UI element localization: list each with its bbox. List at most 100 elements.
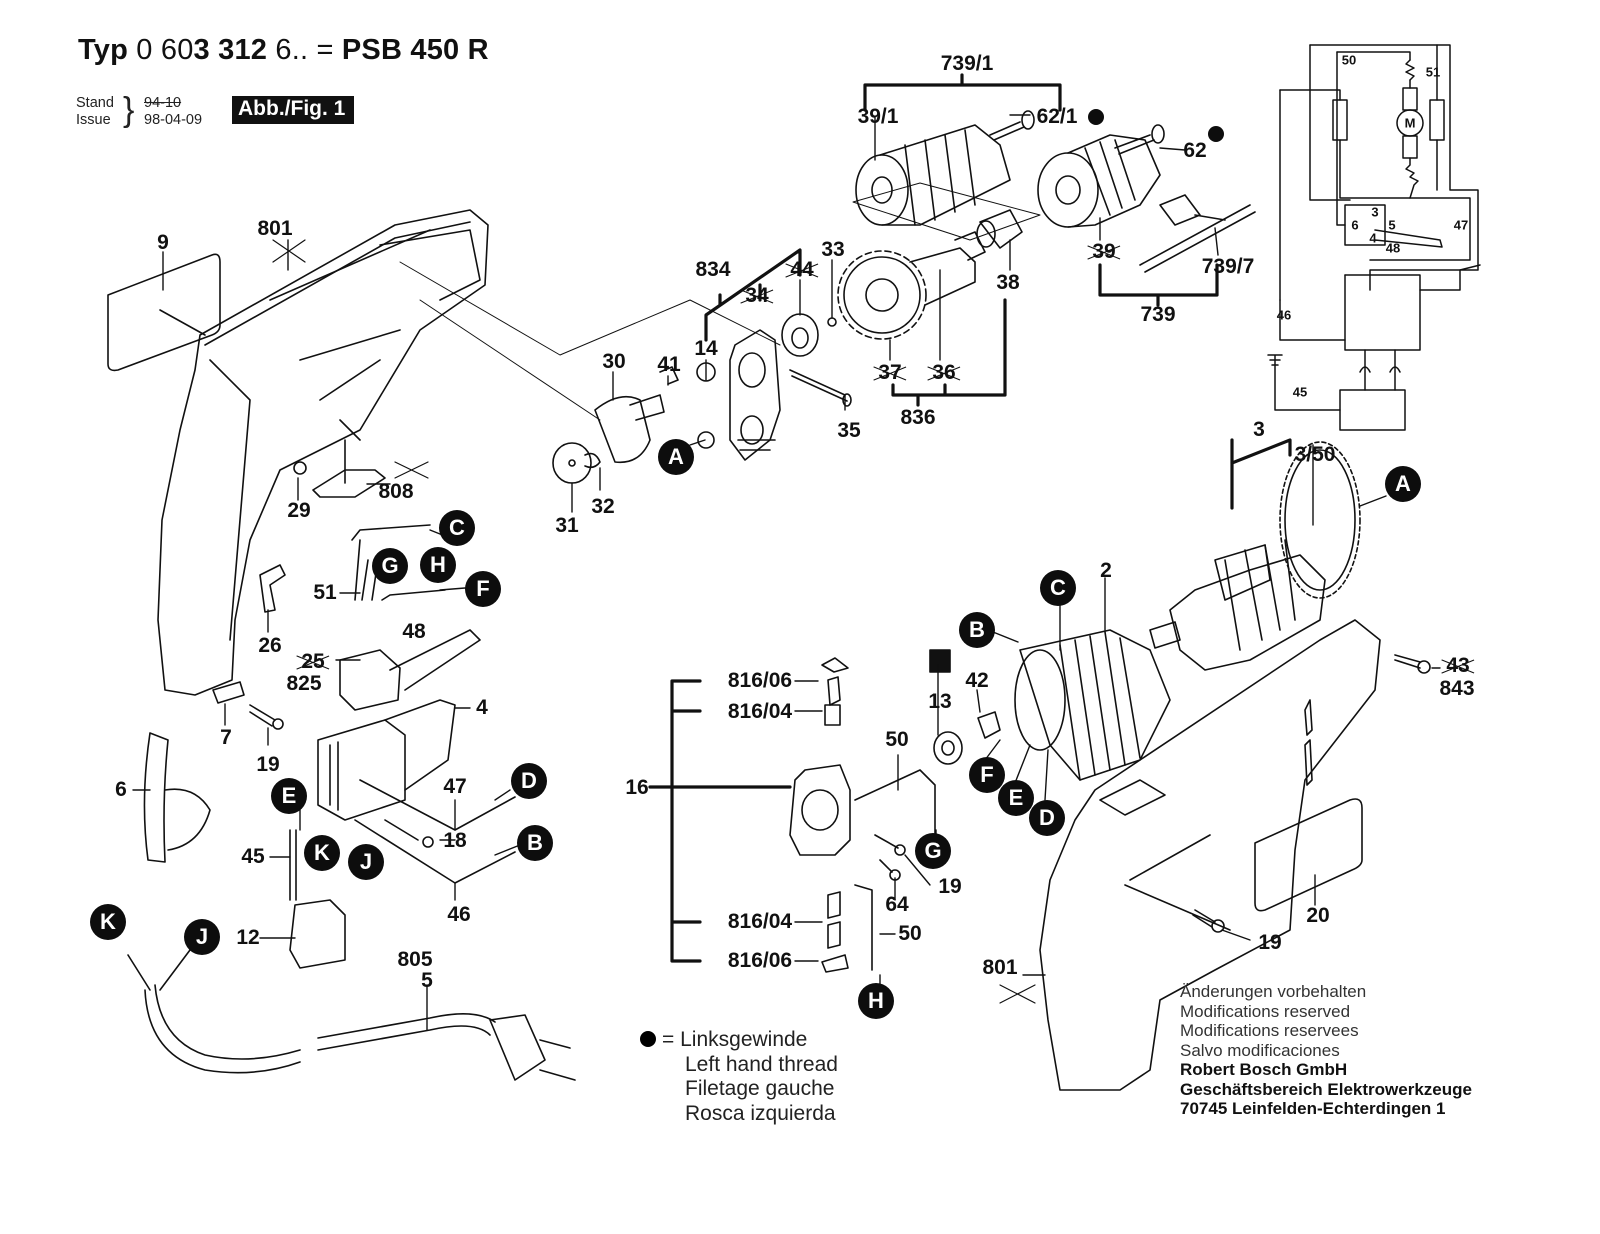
note-line: Modifications reservees (1180, 1021, 1359, 1040)
part-label-p9: 9 (157, 231, 169, 254)
figure-tag: Abb./Fig. 1 (232, 96, 355, 124)
legend-line: Filetage gauche (685, 1077, 835, 1100)
connector-badge-k: K (304, 835, 340, 871)
part-label-p5: 5 (421, 969, 433, 992)
part-label-p50b: 50 (898, 922, 922, 945)
part-label-p805: 805 (397, 948, 433, 971)
part-label-p3_50: 3/50 (1294, 443, 1336, 466)
part-label-p808: 808 (378, 480, 414, 503)
part-label-p739_7: 739/7 (1201, 255, 1255, 278)
part-label-p51: 51 (313, 581, 337, 604)
schematic-wire-label: 47 (1453, 217, 1469, 233)
connector-badge-d: D (1029, 800, 1065, 836)
issue-label: Issue (76, 112, 111, 128)
part-label-p19a: 19 (256, 753, 280, 776)
legend-line: Linksgewinde (680, 1028, 808, 1051)
part-label-p843: 843 (1439, 677, 1475, 700)
part-label-p47: 47 (443, 775, 467, 798)
model-name: PSB 450 R (341, 34, 489, 66)
part-label-p64: 64 (885, 893, 909, 916)
connector-badge-c: C (439, 510, 475, 546)
housing-half-drawing (157, 209, 489, 696)
switch-terminal-label: 5 (1388, 217, 1396, 233)
part-label-p39_1: 39/1 (857, 105, 899, 128)
connector-badge-j: J (184, 919, 220, 955)
legend-line: Left hand thread (685, 1052, 838, 1076)
revision-dates: 94-10 98-04-09 (144, 95, 202, 129)
part-label-p739: 739 (1140, 303, 1176, 326)
part-label-p816_06a: 816/06 (727, 669, 793, 692)
connector-badge-g: G (915, 833, 951, 869)
stand-label: Stand (76, 95, 114, 111)
part-label-p48: 48 (402, 620, 426, 643)
on-off-switch-drawing (317, 719, 406, 821)
leader-lines (132, 114, 1441, 1031)
part-label-p19c: 19 (1258, 931, 1282, 954)
typ-label: Typ (78, 34, 129, 66)
part-label-p739_1: 739/1 (940, 52, 994, 75)
issue-date: 98-04-09 (144, 112, 203, 128)
part-label-p2: 2 (1100, 559, 1112, 582)
part-label-p14: 14 (694, 337, 718, 360)
part-label-p816_04a: 816/04 (727, 700, 793, 723)
part-label-p18: 18 (443, 829, 467, 852)
brace-glyph: } (123, 91, 135, 129)
thread-legend: = Linksgewinde Left hand thread Filetage… (640, 1028, 838, 1126)
part-label-p36: 36 (932, 361, 956, 384)
part-label-p37: 37 (878, 361, 902, 384)
part-label-p32: 32 (591, 495, 615, 518)
part-label-p4: 4 (476, 696, 488, 719)
part-label-p35: 35 (837, 419, 861, 442)
part-label-p7: 7 (220, 726, 232, 749)
spindle-gear-drawing (837, 231, 986, 340)
part-label-p834: 834 (695, 258, 731, 281)
manufacturer-notes: Änderungen vorbehalten Modifications res… (1180, 982, 1472, 1119)
part-label-p801a: 801 (257, 217, 293, 240)
schematic-wire-label: 45 (1292, 384, 1308, 400)
connector-badge-d: D (511, 763, 547, 799)
part-label-p31: 31 (555, 514, 579, 537)
part-label-p33: 33 (821, 238, 845, 261)
armature-drawing (1149, 441, 1361, 671)
switch-terminal-label: 4 (1369, 230, 1377, 246)
switch-terminal-label: 3 (1371, 204, 1379, 220)
legend-line: Rosca izquierda (685, 1101, 836, 1125)
legend-equals: = (662, 1028, 675, 1051)
part-label-p38: 38 (996, 271, 1020, 294)
part-label-p29: 29 (287, 499, 311, 522)
switch-terminal-label: 6 (1351, 217, 1359, 233)
note-line: Modifications reserved (1180, 1001, 1351, 1021)
part-label-p19b: 19 (938, 875, 962, 898)
connector-badge-f: F (969, 757, 1005, 793)
part-label-p836: 836 (900, 406, 936, 429)
part-label-p39: 39 (1092, 240, 1116, 263)
part-label-p801b: 801 (982, 956, 1018, 979)
note-line: Änderungen vorbehalten (1180, 982, 1367, 1001)
connector-badge-f: F (465, 571, 501, 607)
part-number-prefix: 0 60 (136, 34, 194, 66)
key-chuck-drawing (1037, 134, 1161, 228)
label-plate-9-drawing (107, 253, 221, 372)
part-label-p816_06b: 816/06 (727, 949, 793, 972)
wiring-schematic (1267, 44, 1481, 431)
part-label-p6: 6 (115, 778, 127, 801)
schematic-wire-label: 48 (1385, 240, 1401, 256)
cord-guard-drawing (143, 732, 169, 863)
connector-badge-h: H (858, 983, 894, 1019)
part-label-p50a: 50 (885, 728, 909, 751)
part-label-p41: 41 (657, 353, 681, 376)
stator-field-drawing (1014, 629, 1171, 781)
part-label-p13: 13 (928, 690, 952, 713)
part-label-p26: 26 (258, 634, 282, 657)
connector-badge-b: B (959, 612, 995, 648)
connector-badge-a: A (658, 439, 694, 475)
schematic-wire-label: 51 (1425, 64, 1441, 80)
connector-badge-b: B (517, 825, 553, 861)
company-address: 70745 Leinfelden-Echterdingen 1 (1180, 1099, 1446, 1118)
keyless-chuck-drawing (852, 124, 1041, 241)
part-label-p20: 20 (1306, 904, 1330, 927)
part-label-p46: 46 (447, 903, 471, 926)
part-label-p44: 44 (790, 258, 814, 281)
left-hand-thread-dot-icon (1208, 126, 1224, 142)
